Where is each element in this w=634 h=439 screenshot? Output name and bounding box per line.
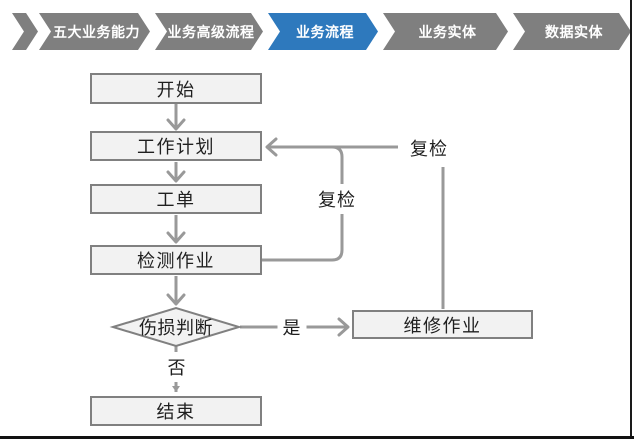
node-inspection-job: 检测作业 <box>90 245 262 275</box>
node-label: 维修作业 <box>403 315 482 336</box>
connector-inspect-recheck-loop <box>260 145 344 262</box>
edge-label-yes: 是 <box>277 312 307 342</box>
node-label: 开始 <box>156 79 196 100</box>
nav-step-high-level-process[interactable]: 业务高级流程 <box>155 13 263 50</box>
nav-step-label: 数据实体 <box>545 23 603 40</box>
node-label: 工单 <box>156 190 196 210</box>
slide-right-border <box>630 0 632 439</box>
nav-step-business-process[interactable]: 业务流程 <box>268 13 378 50</box>
edge-label-recheck-repair: 复检 <box>405 133 453 163</box>
edge-label-no: 否 <box>162 352 192 382</box>
node-damage-decision: 伤损判断 <box>139 318 213 338</box>
node-work-order: 工单 <box>90 184 262 214</box>
node-work-plan: 工作计划 <box>90 131 262 161</box>
edge-label-recheck-loop: 复检 <box>313 184 361 214</box>
node-label: 工作计划 <box>137 137 215 157</box>
nav-step-data-entity[interactable]: 数据实体 <box>513 13 631 50</box>
node-repair-job: 维修作业 <box>352 310 533 339</box>
slide-bottom-border <box>0 436 634 439</box>
node-end: 结束 <box>90 396 262 426</box>
nav-step-label: 业务高级流程 <box>167 23 255 40</box>
nav-step-label: 五大业务能力 <box>53 23 140 40</box>
node-label: 检测作业 <box>137 251 215 271</box>
breadcrumb-steps: 五大业务能力 业务高级流程 业务流程 业务实体 数据实体 <box>0 0 634 64</box>
node-label: 结束 <box>156 402 196 422</box>
nav-step-five-capabilities[interactable]: 五大业务能力 <box>39 13 150 50</box>
nav-step-label: 业务实体 <box>418 23 477 40</box>
nav-step-business-entity[interactable]: 业务实体 <box>383 13 508 50</box>
nav-step-label: 业务流程 <box>296 23 354 40</box>
decision-diamond-shape <box>109 306 243 348</box>
node-start: 开始 <box>90 73 262 104</box>
